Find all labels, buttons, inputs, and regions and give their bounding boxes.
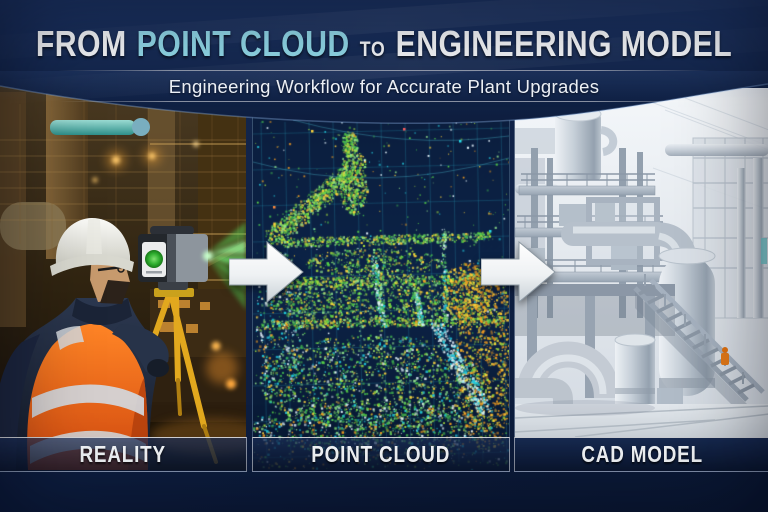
laser-scanner: [138, 226, 208, 290]
panel-label-reality: REALITY: [79, 441, 167, 467]
reality-scene-illustration: [0, 84, 246, 470]
worker-on-stairs: [722, 347, 728, 353]
cad-model-illustration: [515, 88, 768, 437]
panel-label-cad-model: CAD MODEL: [581, 441, 703, 467]
label-bar-cad-model: CAD MODEL: [514, 437, 768, 472]
panel-cad-model: [514, 88, 768, 437]
label-bar-point-cloud: POINT CLOUD: [252, 437, 510, 472]
workflow-arrow-icon-1: [229, 240, 304, 304]
divider-top: [58, 70, 710, 71]
page-title: FROM POINT CLOUD TO ENGINEERING MODEL: [36, 23, 732, 65]
panel-label-point-cloud: POINT CLOUD: [311, 441, 451, 467]
panel-reality: [0, 84, 246, 470]
amber-light-halos: [106, 147, 238, 384]
subtitle: Engineering Workflow for Accurate Plant …: [168, 76, 600, 97]
staircase: [633, 274, 765, 420]
cad-floor: [515, 404, 768, 437]
title-word-to: TO: [359, 38, 386, 61]
title-highlight-point-cloud: POINT CLOUD: [136, 23, 350, 64]
point-cloud-render: [253, 110, 509, 470]
teal-pipe: [50, 120, 136, 135]
workflow-arrow-icon-2: [481, 240, 556, 304]
title-word-from: FROM: [35, 23, 127, 64]
label-bar-reality: REALITY: [0, 437, 247, 472]
panel-point-cloud: [252, 110, 510, 470]
title-word-engineering-model: ENGINEERING MODEL: [395, 23, 733, 64]
